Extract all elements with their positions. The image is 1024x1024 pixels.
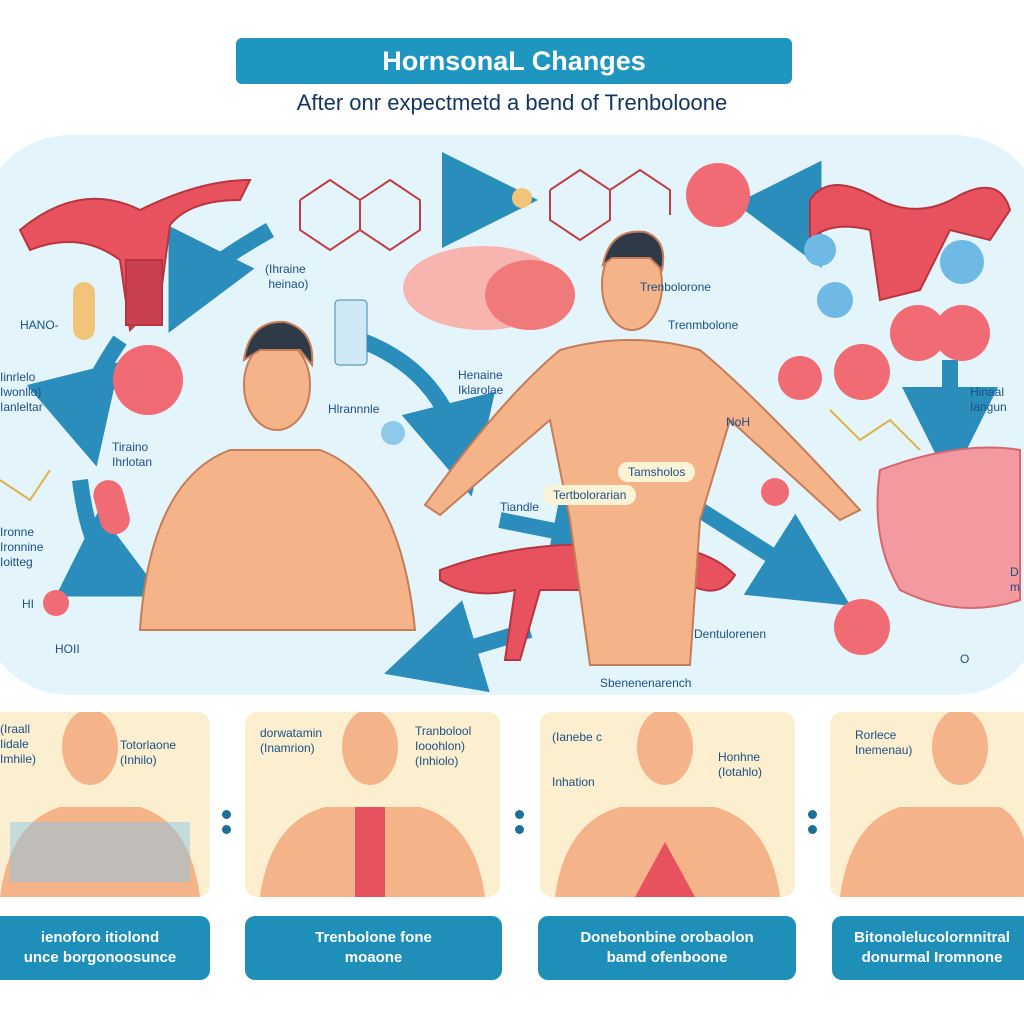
label: Sbenenenarench	[600, 676, 692, 690]
panel-label: Tranbolool Iooohlon) (Inhiolo)	[415, 724, 472, 768]
panel-label: Totorlaone (Inhilo)	[120, 738, 177, 767]
man-figure-center	[423, 230, 862, 666]
panel-label: (Ianebe c Inhation	[552, 730, 603, 789]
molecule-gold	[0, 409, 921, 502]
label: Tiandle	[500, 500, 539, 514]
label: O	[960, 652, 970, 666]
panel-3: (Ianebe c Inhation Honhne (Iotahlo)	[540, 712, 795, 897]
label: Ironne Ironnine Ioitteg	[0, 525, 44, 569]
torso-illustration	[555, 712, 780, 897]
panel-4: Rorlece Inemenau)	[830, 712, 1024, 897]
label: HANO-	[20, 318, 59, 332]
label: Iinrlelo Iwonllo) Ianleltar	[0, 370, 43, 414]
torso-illustration	[260, 712, 485, 897]
caption-4: Bitonolelucolornnitral donurmal Iromnone	[832, 916, 1024, 980]
label: Trenbolorone	[640, 280, 711, 294]
pills-and-blobs	[43, 163, 990, 655]
liver-organ	[876, 446, 1021, 609]
label: Hlrannnle	[328, 402, 380, 416]
caption-1: ienoforo itiolond unce borgonoosunce	[0, 916, 210, 980]
label-tag: Tertbolorarian	[543, 485, 637, 505]
separator-dots	[808, 810, 818, 840]
uterus-organ-right	[809, 184, 1012, 302]
label-tag: Tamsholos	[618, 462, 696, 482]
man-figure-left	[138, 320, 417, 631]
label: Dentulorenen	[694, 627, 767, 641]
label: Hinaal Iangun	[970, 385, 1007, 414]
uterus-organ-left	[18, 178, 252, 333]
caption-3: Donebonbine orobaolon bamd ofenboone	[538, 916, 796, 980]
panel-label: (Iraall Iidale Imhile)	[0, 722, 37, 766]
label: D m	[1010, 565, 1020, 594]
torso-illustration	[840, 712, 1024, 897]
panel-label: dorwatamin (Inamrion)	[260, 726, 323, 755]
page-subtitle: After onr expectmetd a bend of Trenboloo…	[296, 90, 728, 115]
separator-dots	[515, 810, 525, 840]
panel-label: Honhne (Iotahlo)	[718, 750, 763, 779]
page-title: HornsonaL Changes	[236, 38, 792, 84]
torso-illustration	[0, 712, 200, 897]
caption-2: Trenbolone fone moaone	[245, 916, 502, 980]
label: Henaine Iklarolae	[458, 368, 504, 397]
panel-label: Rorlece Inemenau)	[855, 728, 913, 757]
label: HI	[22, 597, 34, 611]
label: Trenmbolone	[668, 318, 739, 332]
label: (Ihraine heinao)	[265, 262, 309, 291]
label: Tiraino Ihrlotan	[112, 440, 153, 469]
label: HOII	[55, 642, 80, 656]
separator-dots	[222, 810, 232, 840]
label: NoH	[726, 415, 751, 429]
panel-1: (Iraall Iidale Imhile) Totorlaone (Inhil…	[0, 712, 210, 897]
molecule-structures	[299, 168, 671, 252]
panel-2: dorwatamin (Inamrion) Tranbolool Iooohlo…	[245, 712, 500, 897]
